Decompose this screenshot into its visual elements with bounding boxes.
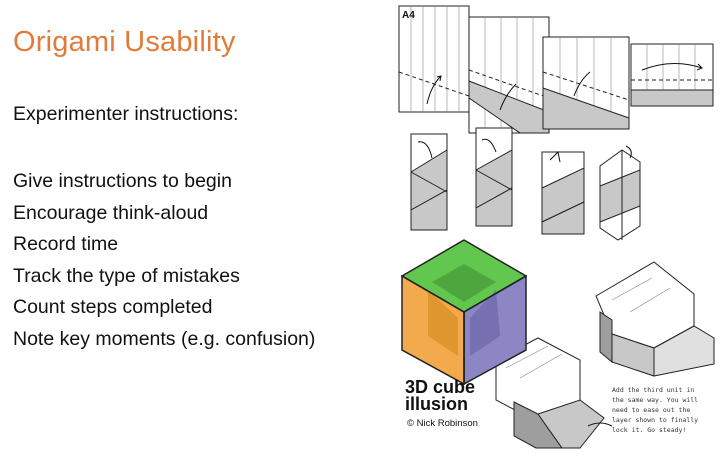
note-line: need to ease out the <box>612 406 690 414</box>
instruction-item: Track the type of mistakes <box>13 264 240 287</box>
note-line: the same way. You will <box>612 396 698 404</box>
origami-diagram: 3D cube illusion © Nick Robinson A4 Add … <box>398 5 715 449</box>
instructions-heading: Experimenter instructions: <box>13 103 239 125</box>
note-line: layer shown to finally <box>612 416 698 424</box>
fold-step-4 <box>630 43 714 107</box>
fold-step-3 <box>542 36 630 130</box>
fold-step-1 <box>398 5 470 113</box>
instruction-item: Count steps completed <box>13 296 213 318</box>
cube-caption-line1: 3D cube <box>405 377 475 397</box>
cube-illusion-hexagon <box>400 239 528 386</box>
instruction-item: Encourage think-aloud <box>13 201 209 224</box>
instruction-item: Record time <box>13 233 119 255</box>
fold-step-7 <box>541 150 585 235</box>
note-line: lock it. Go steady! <box>612 426 686 434</box>
fold-step-6 <box>475 127 513 227</box>
note-line: Add the third unit in <box>612 386 694 394</box>
instruction-item: Give instructions to begin <box>13 170 232 192</box>
paper-size-label: A4 <box>402 10 415 21</box>
cube-caption-line2: illusion <box>405 394 468 414</box>
author-credit: © Nick Robinson <box>407 418 478 429</box>
fold-step-2 <box>468 16 550 134</box>
fold-step-8 <box>599 145 641 241</box>
assembly-note: Add the third unit in the same way. You … <box>612 386 698 434</box>
fold-step-assembly-1 <box>595 261 715 377</box>
instruction-item: Note key moments (e.g. confusion) <box>13 327 316 350</box>
instructions-list: Give instructions to begin Encourage thi… <box>13 166 315 355</box>
fold-step-assembly-2 <box>495 337 613 449</box>
fold-step-5 <box>410 133 448 231</box>
slide-title: Origami Usability <box>13 26 236 58</box>
